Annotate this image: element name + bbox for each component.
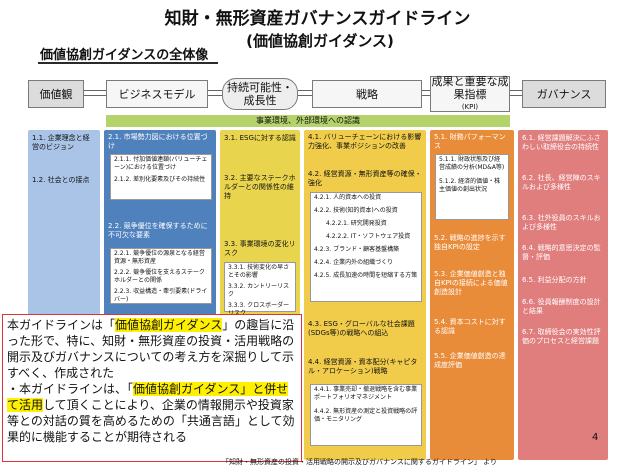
note-text: 」の趣旨に沿った形で、特に、知財・無形資産の投資・活用戦略の開示及びガバナンスに… bbox=[7, 318, 295, 380]
overview-underline bbox=[38, 62, 218, 64]
col2-box: 2.2.1. 競争優位の源泉となる経営資源・無形資産 2.2.2. 競争優位を支… bbox=[110, 248, 212, 304]
col6-item: 6.7. 取締役会の実効性評価のプロセスと経営課題 bbox=[522, 328, 601, 345]
col4-subitem: 4.4.2. 無形資産の測定と投資戦略の評価・モニタリング bbox=[314, 408, 418, 423]
flow-kpi: 成果と重要な成果指標 (KPI) bbox=[430, 74, 510, 112]
col3-subitem: 3.3.3. クロスボーダーリスク bbox=[228, 302, 290, 317]
col2-subitem: 2.2.3. 収益構造・牽引要素(ドライバー) bbox=[114, 288, 208, 303]
flow-values: 価値観 bbox=[28, 80, 84, 108]
col4-heading: 4.1. バリューチェーンにおける影響力強化、事業ポジションの改善 bbox=[308, 133, 422, 150]
col6-item: 6.5. 利益分配の方針 bbox=[522, 276, 587, 284]
col6-item: 6.1. 経営課題解決にふさわしい取締役会の持続性 bbox=[522, 134, 601, 151]
flow-connector bbox=[208, 90, 222, 96]
col4-subitem: 4.2.1. 人的資本への投資 bbox=[314, 194, 382, 201]
column-governance: 6.1. 経営課題解決にふさわしい取締役会の持続性 6.2. 社長、経営陣のスキ… bbox=[518, 130, 608, 460]
col6-item: 6.3. 社外役員のスキルおよび多様性 bbox=[522, 214, 601, 231]
col5-heading: 5.2. 戦略の進捗を示す独自KPIの設定 bbox=[434, 234, 506, 251]
col4-subitem: 4.2.3. ブランド・顧客基盤構築 bbox=[314, 246, 400, 253]
col3-subitem: 3.3.1. 技術変化の早さとその影響 bbox=[228, 264, 290, 279]
col5-subitem: 5.1.2. 経済的価値・株主価値の創出状況 bbox=[439, 178, 501, 193]
col3-heading: 3.1. ESGに対する認識 bbox=[224, 134, 296, 142]
col3-box: 3.3.1. 技術変化の早さとその影響 3.3.2. カントリーリスク 3.3.… bbox=[224, 262, 296, 317]
col6-item: 6.6. 役員報酬制度の設計と結果 bbox=[522, 298, 601, 315]
col4-subitem: 4.2.2.1. 研究開発投資 bbox=[326, 220, 387, 227]
note-text: ・本ガイドラインは、「 bbox=[7, 382, 134, 396]
col3-subitem: 3.3.2. カントリーリスク bbox=[228, 283, 290, 298]
col2-subitem: 2.2.2. 競争優位を支えるステークホルダーとの関係 bbox=[114, 269, 205, 284]
col3-heading: 3.3. 事業環境の変化リスク bbox=[224, 240, 296, 257]
col2-box: 2.1.1. 付加価値連鎖(バリューチェーン)における位置づけ 2.1.2. 差… bbox=[110, 154, 212, 200]
col1-item: 1.1. 企業理念と経営のビジョン bbox=[32, 134, 90, 151]
col6-item: 6.4. 戦略的意思決定の監督・評価 bbox=[522, 244, 601, 261]
flow-connector bbox=[510, 90, 522, 96]
flow-connector bbox=[298, 90, 312, 96]
col6-item: 6.2. 社長、経営陣のスキルおよび多様性 bbox=[522, 174, 601, 191]
flow-strategy: 戦略 bbox=[312, 80, 422, 108]
col4-subitem: 4.2.2. 技術(知的資本)への投資 bbox=[314, 207, 398, 214]
flow-connector bbox=[422, 90, 430, 96]
flow-sustainability: 持続可能性・成長性 bbox=[222, 78, 298, 110]
col5-subitem: 5.1.1. 財政状態及び経営成績の分析(MD&A等) bbox=[439, 156, 505, 171]
col5-box: 5.1.1. 財政状態及び経営成績の分析(MD&A等) 5.1.2. 経済的価値… bbox=[435, 154, 509, 220]
col2-heading: 2.1. 市場勢力図における位置づけ bbox=[108, 133, 208, 150]
flow-business-model: ビジネスモデル bbox=[106, 80, 208, 108]
col2-subitem: 2.1.1. 付加価値連鎖(バリューチェーン)における位置づけ bbox=[114, 156, 208, 171]
col5-heading: 5.4. 資本コストに対する認識 bbox=[434, 318, 506, 335]
col4-heading: 4.4. 経営資源・資本配分(キャピタル・アロケーション)戦略 bbox=[308, 358, 418, 375]
flow-connector bbox=[84, 90, 106, 96]
col4-subitem: 4.2.4. 企業内外の組織づくり bbox=[314, 259, 394, 266]
col4-subitem: 4.4.1. 事業売却・撤退戦略を含む事業ポートフォリオマネジメント bbox=[314, 386, 418, 401]
note-highlight: 価値協創ガイダンス bbox=[115, 318, 223, 332]
flow-kpi-suffix: (KPI) bbox=[461, 102, 479, 111]
col4-box: 4.4.1. 事業売却・撤退戦略を含む事業ポートフォリオマネジメント 4.4.2… bbox=[310, 384, 422, 446]
page-title: 知財・無形資産ガバナンスガイドライン bbox=[164, 9, 471, 29]
col4-box: 4.2.1. 人的資本への投資 4.2.2. 技術(知的資本)への投資 4.2.… bbox=[310, 192, 422, 302]
overview-heading: 価値協創ガイダンスの全体像 bbox=[40, 48, 209, 63]
column-strategy: 4.1. バリューチェーンにおける影響力強化、事業ポジションの改善 4.2. 経… bbox=[304, 130, 426, 460]
col3-heading: 3.2. 主要なステークホルダーとの関係性の維持 bbox=[224, 174, 296, 200]
col4-subitem: 4.2.2.2. IT・ソフトウェア投資 bbox=[326, 233, 411, 240]
col5-heading: 5.5. 企業価値創造の達成度評価 bbox=[434, 352, 506, 369]
col5-heading: 5.1. 財務パフォーマンス bbox=[434, 133, 506, 150]
col4-subitem: 4.2.5. 成長加速の時間を短縮する方策 bbox=[314, 272, 418, 279]
column-kpi: 5.1. 財務パフォーマンス 5.1.1. 財政状態及び経営成績の分析(MD&A… bbox=[430, 130, 514, 460]
note-text: して頂くことにより、企業の情報開示や投資家等との対話の質を高めるための「共通言語… bbox=[7, 398, 295, 444]
col1-item: 1.2. 社会との接点 bbox=[32, 176, 90, 184]
summary-note: 本ガイドラインは「価値協創ガイダンス」の趣旨に沿った形で、特に、知財・無形資産の… bbox=[2, 314, 302, 462]
col4-heading: 4.2. 経営資源・無形資産等の確保・強化 bbox=[308, 170, 422, 187]
page-subtitle: (価値協創ガイダンス) bbox=[246, 32, 394, 50]
col5-heading: 5.3. 企業価値創造と独自KPIの接続による価値創造設計 bbox=[434, 270, 508, 296]
environment-band: 事業環境、外部環境への認識 bbox=[106, 115, 510, 127]
col2-subitem: 2.1.2. 差別化要素及びその持続性 bbox=[114, 176, 206, 183]
flow-kpi-label: 成果と重要な成果指標 bbox=[431, 74, 509, 101]
page-number: 4 bbox=[592, 432, 599, 443]
col2-subitem: 2.2.1. 競争優位の源泉となる経営資源・無形資産 bbox=[114, 250, 205, 265]
source-footer: 「知財・無形資産の投資・活用戦略の開示及びガバナンスに関するガイドライン」 より bbox=[222, 458, 497, 466]
note-text: 本ガイドラインは「 bbox=[7, 318, 116, 332]
flow-governance: ガバナンス bbox=[522, 80, 606, 108]
col2-heading: 2.2. 競争優位を確保するために不可欠な要素 bbox=[108, 222, 208, 239]
col4-heading: 4.3. ESG・グローバルな社会課題(SDGs等)の戦略への組込 bbox=[308, 320, 415, 337]
